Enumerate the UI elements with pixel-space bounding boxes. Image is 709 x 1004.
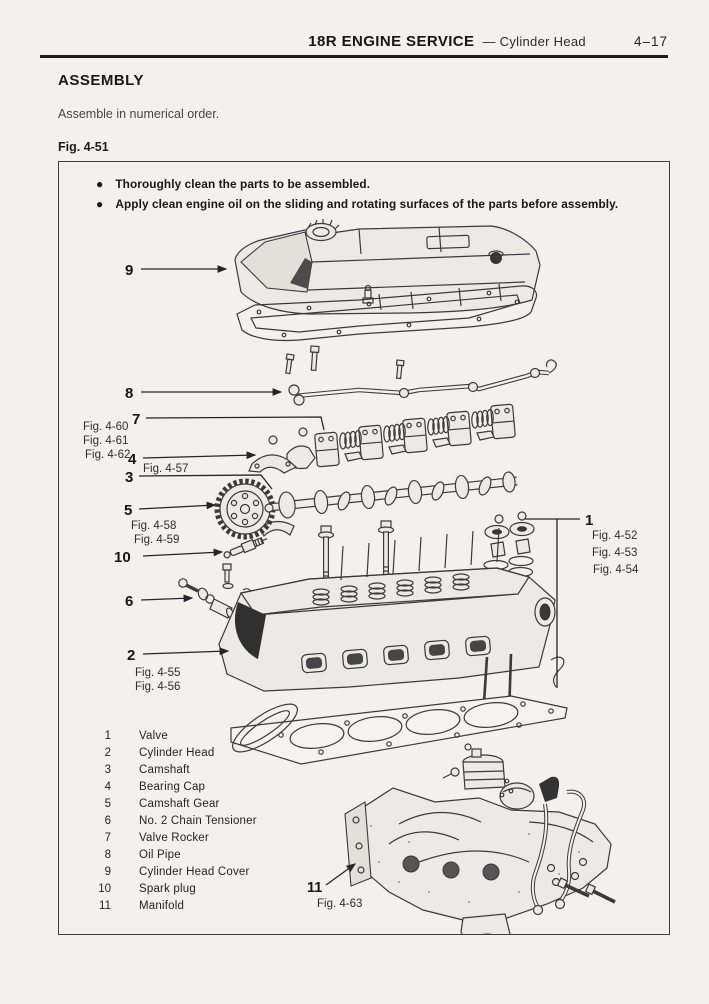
bearing-cap-art bbox=[248, 454, 298, 538]
callout-8: 8 bbox=[125, 385, 133, 402]
figure-box: ● Thoroughly clean the parts to be assem… bbox=[58, 161, 670, 935]
part-name: Manifold bbox=[139, 900, 185, 912]
manifold-art bbox=[344, 743, 616, 934]
figref-4-59: Fig. 4-59 bbox=[134, 534, 179, 546]
part-number: 7 bbox=[104, 832, 111, 844]
cylinder-head-art bbox=[218, 527, 565, 728]
part-number: 4 bbox=[104, 781, 111, 793]
part-name: Cylinder Head bbox=[139, 747, 215, 759]
exploded-diagram: 9 8 7 4 3 5 10 6 2 1 11 Fig. 4-60 Fig. 4… bbox=[83, 219, 639, 934]
parts-list: 1 Valve 2 Cylinder Head 3 Camshaft 4 Bearing… bbox=[59, 728, 359, 915]
bullet-icon: ● bbox=[96, 197, 104, 211]
figref-4-61: Fig. 4-61 bbox=[83, 435, 128, 447]
figure-references: Fig. 4-60 Fig. 4-61 Fig. 4-62 Fig. 4-57 … bbox=[83, 421, 639, 910]
part-number: 8 bbox=[104, 849, 111, 861]
part-number: 10 bbox=[98, 883, 111, 895]
callout-numbers: 9 8 7 4 3 5 10 6 2 1 11 bbox=[114, 262, 593, 896]
page-header: 18R ENGINE SERVICE — Cylinder Head 4–17 bbox=[40, 33, 668, 50]
part-name: Camshaft Gear bbox=[139, 798, 220, 810]
figref-4-57: Fig. 4-57 bbox=[143, 463, 188, 475]
figref-4-63: Fig. 4-63 bbox=[317, 898, 362, 910]
callout-10: 10 bbox=[114, 549, 131, 566]
intro-text: Assemble in numerical order. bbox=[58, 107, 220, 121]
figref-4-60: Fig. 4-60 bbox=[83, 421, 128, 433]
callout-7: 7 bbox=[132, 411, 140, 428]
bullet-icon: ● bbox=[96, 177, 104, 191]
part-name: Oil Pipe bbox=[139, 849, 181, 861]
figref-4-62: Fig. 4-62 bbox=[85, 449, 130, 461]
part-name: Bearing Cap bbox=[139, 781, 206, 793]
figref-4-58: Fig. 4-58 bbox=[131, 520, 176, 532]
header-title: 18R ENGINE SERVICE bbox=[308, 33, 475, 50]
parts-row: 6 No. 2 Chain Tensioner bbox=[59, 813, 359, 830]
parts-row: 4 Bearing Cap bbox=[59, 779, 359, 796]
head-intake-ports bbox=[301, 635, 491, 674]
header-subtitle: — Cylinder Head bbox=[482, 34, 586, 49]
parts-row: 1 Valve bbox=[59, 728, 359, 745]
callout-9: 9 bbox=[125, 262, 133, 279]
parts-row: 10 Spark plug bbox=[59, 881, 359, 898]
figref-4-54: Fig. 4-54 bbox=[593, 564, 639, 576]
parts-row: 2 Cylinder Head bbox=[59, 745, 359, 762]
note-clean: ● Thoroughly clean the parts to be assem… bbox=[96, 177, 370, 191]
part-number: 9 bbox=[104, 866, 111, 878]
rocker-pedestals bbox=[314, 403, 516, 468]
callout-leaders bbox=[138, 265, 580, 886]
part-number: 2 bbox=[104, 747, 111, 759]
callout-6: 6 bbox=[125, 593, 133, 610]
part-name: Valve Rocker bbox=[139, 832, 209, 844]
part-name: Valve bbox=[139, 730, 168, 742]
part-number: 3 bbox=[104, 764, 111, 776]
parts-row: 5 Camshaft Gear bbox=[59, 796, 359, 813]
parts-row: 8 Oil Pipe bbox=[59, 847, 359, 864]
note-oil-text: Apply clean engine oil on the sliding an… bbox=[115, 197, 619, 211]
callout-11: 11 bbox=[307, 880, 322, 896]
part-number: 1 bbox=[104, 730, 111, 742]
callout-4: 4 bbox=[128, 451, 137, 468]
part-number: 11 bbox=[99, 900, 111, 912]
callout-1: 1 bbox=[585, 512, 593, 529]
parts-row: 9 Cylinder Head Cover bbox=[59, 864, 359, 881]
note-clean-text: Thoroughly clean the parts to be assembl… bbox=[115, 177, 371, 191]
parts-row: 11 Manifold bbox=[59, 898, 359, 915]
callout-2: 2 bbox=[127, 647, 135, 664]
part-number: 5 bbox=[104, 798, 111, 810]
side-gasket-ring bbox=[232, 703, 298, 753]
figref-4-55: Fig. 4-55 bbox=[135, 667, 180, 679]
figref-4-56: Fig. 4-56 bbox=[135, 681, 180, 693]
part-name: Cylinder Head Cover bbox=[139, 866, 250, 878]
part-name: Spark plug bbox=[139, 883, 196, 895]
section-title: ASSEMBLY bbox=[58, 72, 144, 89]
chain-tensioner-art bbox=[178, 578, 235, 619]
header-rule bbox=[40, 55, 668, 58]
rocker-springs bbox=[339, 409, 494, 450]
callout-3: 3 bbox=[125, 469, 133, 486]
figure-label: Fig. 4-51 bbox=[58, 140, 109, 154]
head-top-springs bbox=[312, 573, 470, 606]
head-gasket-art bbox=[230, 695, 568, 765]
parts-row: 3 Camshaft bbox=[59, 762, 359, 779]
camshaft-art bbox=[264, 471, 518, 519]
callout-5: 5 bbox=[124, 502, 132, 519]
page-number: 4–17 bbox=[633, 34, 668, 49]
part-number: 6 bbox=[104, 815, 111, 827]
note-oil: ● Apply clean engine oil on the sliding … bbox=[96, 197, 618, 211]
manifold-bolts bbox=[556, 877, 616, 904]
cylinder-head-cover-art bbox=[234, 219, 541, 342]
spark-plug-art bbox=[223, 536, 268, 559]
figref-4-53: Fig. 4-53 bbox=[592, 547, 637, 559]
oil-pipe-art bbox=[285, 345, 557, 406]
valve-rocker-assembly-art bbox=[268, 403, 516, 470]
part-name: Camshaft bbox=[139, 764, 190, 776]
manifold-speckle bbox=[370, 825, 580, 903]
part-name: No. 2 Chain Tensioner bbox=[139, 815, 257, 827]
parts-row: 7 Valve Rocker bbox=[59, 830, 359, 847]
figref-4-52: Fig. 4-52 bbox=[592, 530, 637, 542]
